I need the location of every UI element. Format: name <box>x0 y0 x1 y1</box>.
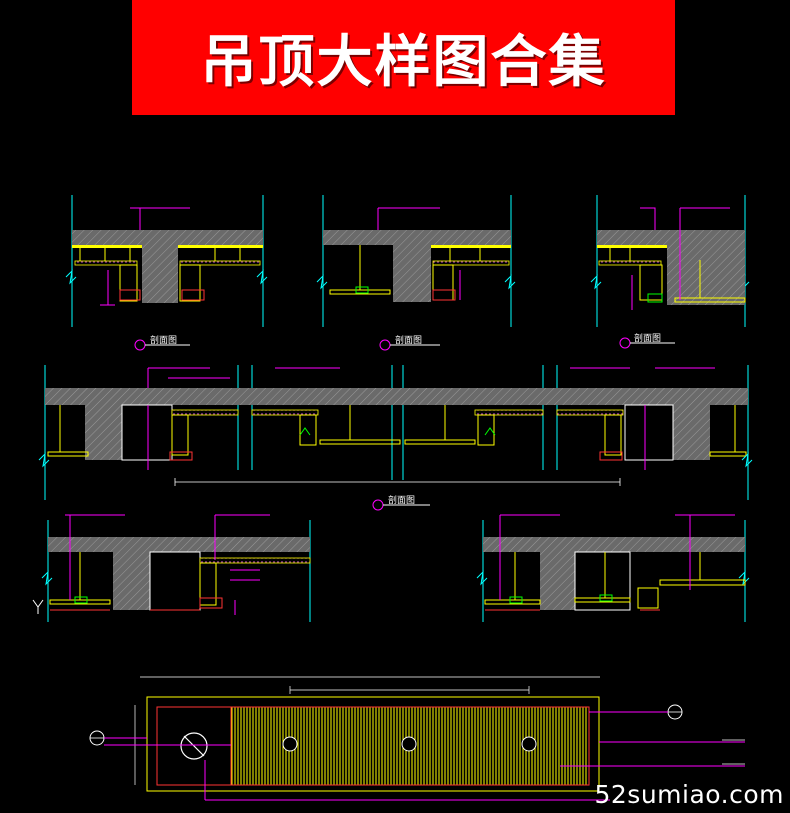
detail-top-middle <box>316 195 516 351</box>
section-label-top-right: 剖面图 <box>634 332 661 344</box>
detail-bottom-right <box>476 514 750 622</box>
title-banner: 吊顶大样图合集 <box>132 0 675 115</box>
detail-top-left <box>65 195 268 351</box>
watermark: 52sumiao.com <box>594 780 784 809</box>
section-label-top-left: 剖面图 <box>150 334 177 346</box>
detail-bottom-left <box>32 514 311 622</box>
detail-top-right <box>590 195 750 349</box>
section-label-top-middle: 剖面图 <box>395 334 422 346</box>
detail-middle-long <box>38 365 753 511</box>
section-label-middle: 剖面图 <box>388 494 415 506</box>
banner-title: 吊顶大样图合集 <box>200 30 607 95</box>
detail-bottom-plan <box>89 676 745 801</box>
